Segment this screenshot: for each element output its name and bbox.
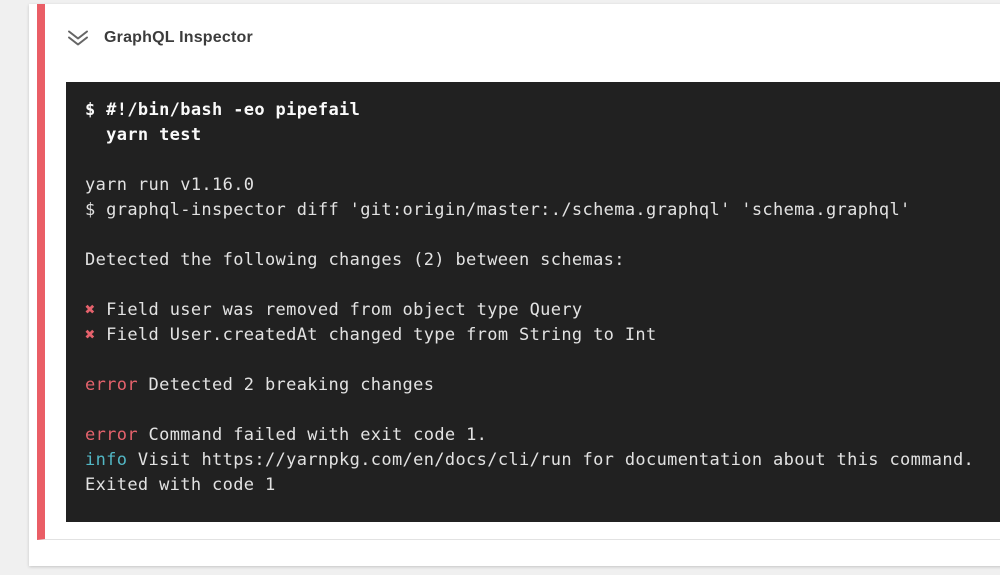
terminal-line (85, 148, 1000, 173)
terminal-segment-error: ✖ (85, 300, 96, 320)
terminal-segment-plain: Detected the following changes (2) betwe… (85, 250, 625, 270)
terminal-segment-plain: Command failed with exit code 1. (137, 425, 488, 445)
step-header[interactable]: GraphQL Inspector (45, 4, 1000, 48)
terminal-line (85, 398, 1000, 423)
terminal-line: yarn test (85, 123, 1000, 148)
terminal-line: ✖ Field user was removed from object typ… (85, 298, 1000, 323)
terminal-segment-error: error (85, 425, 138, 445)
terminal-segment-error: error (85, 375, 138, 395)
terminal-line (85, 273, 1000, 298)
terminal-segment-error: ✖ (85, 325, 96, 345)
terminal-line: ✖ Field User.createdAt changed type from… (85, 323, 1000, 348)
terminal-line: Exited with code 1 (85, 473, 1000, 498)
terminal-segment-plain: $ graphql-inspector diff 'git:origin/mas… (85, 200, 911, 220)
terminal-line: Detected the following changes (2) betwe… (85, 248, 1000, 273)
terminal-line: info Visit https://yarnpkg.com/en/docs/c… (85, 448, 1000, 473)
terminal-segment-plain: Exited with code 1 (85, 475, 276, 495)
terminal-line: yarn run v1.16.0 (85, 173, 1000, 198)
terminal-line (85, 223, 1000, 248)
terminal-line: error Command failed with exit code 1. (85, 423, 1000, 448)
terminal-output: $ #!/bin/bash -eo pipefail yarn test yarn… (66, 82, 1000, 522)
terminal-line (85, 348, 1000, 373)
double-chevron-down-icon[interactable] (66, 28, 90, 48)
terminal-line: error Detected 2 breaking changes (85, 373, 1000, 398)
terminal-segment-plain: Field User.createdAt changed type from S… (95, 325, 657, 345)
terminal-segment-plain: Detected 2 breaking changes (137, 375, 435, 395)
terminal-segment-command: yarn test (85, 125, 202, 145)
build-output-card: GraphQL Inspector $ #!/bin/bash -eo pipe… (29, 4, 1000, 566)
step-title: GraphQL Inspector (104, 29, 253, 46)
step-graphql-inspector: GraphQL Inspector $ #!/bin/bash -eo pipe… (37, 4, 1000, 540)
terminal-line: $ #!/bin/bash -eo pipefail (85, 98, 1000, 123)
terminal-segment-plain: Field user was removed from object type … (95, 300, 583, 320)
terminal-segment-command: $ #!/bin/bash -eo pipefail (85, 100, 361, 120)
terminal-segment-plain: yarn run v1.16.0 (85, 175, 255, 195)
terminal-segment-info: info (85, 450, 128, 470)
terminal-line: $ graphql-inspector diff 'git:origin/mas… (85, 198, 1000, 223)
terminal-segment-plain: Visit https://yarnpkg.com/en/docs/cli/ru… (127, 450, 975, 470)
